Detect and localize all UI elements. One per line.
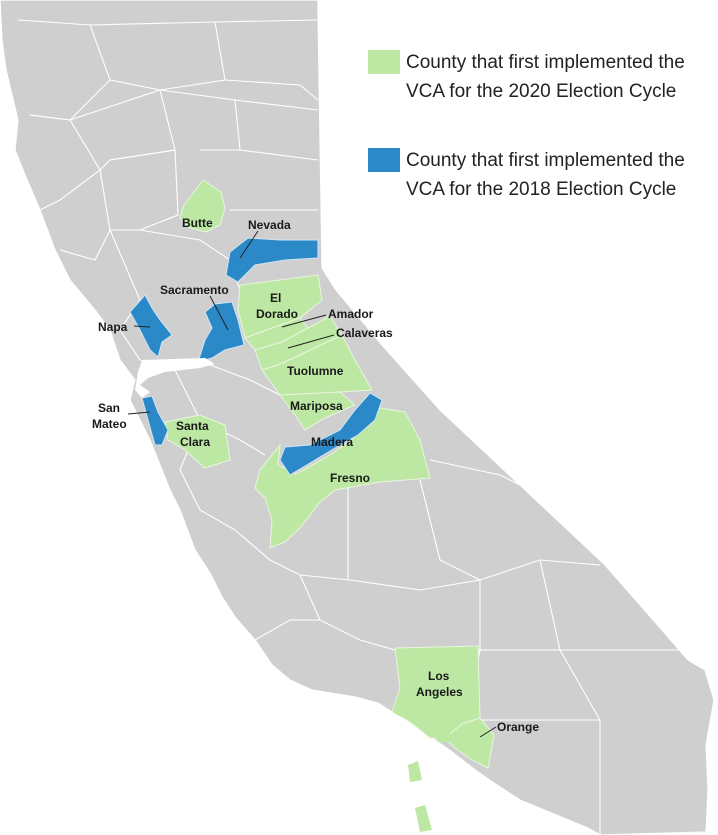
label-sacramento: Sacramento xyxy=(160,283,229,297)
label-el-dorado-line1: El xyxy=(270,291,281,305)
county-napa xyxy=(129,294,173,358)
amador-leader-line xyxy=(281,314,327,328)
county-nevada xyxy=(225,237,319,283)
label-los-angeles-line1: Los xyxy=(428,669,450,683)
label-los-angeles-line2: Angeles xyxy=(416,685,463,699)
legend-item-2018: County that first implemented the VCA fo… xyxy=(368,146,708,204)
label-mariposa: Mariposa xyxy=(290,399,343,413)
county-mariposa xyxy=(279,391,356,431)
sacramento-leader-line xyxy=(209,295,229,331)
legend-label-2020: County that first implemented the VCA fo… xyxy=(406,52,685,102)
county-labels: Butte Nevada Sacramento El Dorado Amador… xyxy=(92,216,539,734)
county-santa-clara xyxy=(164,414,231,469)
county-madera xyxy=(279,392,383,476)
channel-island-3 xyxy=(415,805,432,832)
county-san-mateo xyxy=(141,395,169,446)
legend-item-2020: County that first implemented the VCA fo… xyxy=(368,48,708,106)
label-el-dorado-line2: Dorado xyxy=(256,307,298,321)
label-leader-lines xyxy=(127,230,497,738)
legend-swatch-2018 xyxy=(368,148,400,172)
channel-island-2 xyxy=(408,761,422,782)
label-tuolumne: Tuolumne xyxy=(287,364,344,378)
label-san-mateo-line2: Mateo xyxy=(92,417,127,431)
vca-2018-counties xyxy=(129,237,383,476)
legend-swatch-2020 xyxy=(368,50,400,74)
napa-leader-line xyxy=(133,325,151,328)
label-napa: Napa xyxy=(98,320,128,334)
county-orange xyxy=(444,717,495,769)
calaveras-leader-line xyxy=(287,334,335,349)
label-madera: Madera xyxy=(311,435,353,449)
label-san-mateo-line1: San xyxy=(98,401,120,415)
orange-leader-line xyxy=(479,726,497,738)
channel-island-1 xyxy=(435,733,462,742)
nevada-leader-line xyxy=(239,230,259,259)
county-butte xyxy=(179,179,226,233)
legend-label-2018: County that first implemented the VCA fo… xyxy=(406,150,685,200)
county-sacramento xyxy=(197,301,245,363)
label-amador: Amador xyxy=(328,307,374,321)
label-calaveras: Calaveras xyxy=(336,326,393,340)
delta-water xyxy=(135,358,215,398)
label-fresno: Fresno xyxy=(330,471,370,485)
label-orange: Orange xyxy=(497,720,539,734)
label-butte: Butte xyxy=(182,216,213,230)
label-santa-clara-line1: Santa xyxy=(176,419,209,433)
label-nevada: Nevada xyxy=(248,218,291,232)
vca-2020-counties xyxy=(164,179,495,832)
label-santa-clara-line2: Clara xyxy=(180,435,210,449)
san-mateo-leader-line xyxy=(127,411,151,415)
